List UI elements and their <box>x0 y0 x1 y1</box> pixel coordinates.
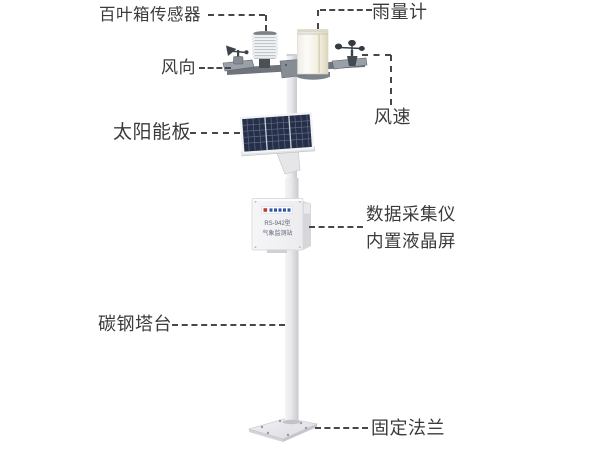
leader-steel-tower <box>172 324 285 326</box>
leader-louver-sensor-drop <box>265 15 267 31</box>
device-model-text: RS-942型 <box>264 221 291 227</box>
label-solar-panel: 太阳能板 <box>113 122 192 143</box>
leader-rain-gauge-drop <box>317 10 319 29</box>
label-louver-sensor: 百叶箱传感器 <box>99 6 201 24</box>
leader-louver-sensor <box>208 14 265 16</box>
leader-wind-speed-drop <box>390 55 392 105</box>
leader-solar-panel <box>190 132 240 134</box>
label-steel-tower: 碳钢塔台 <box>98 314 172 334</box>
anemometer-graphic <box>334 39 365 66</box>
solar-panel-graphic <box>239 111 316 175</box>
rain-gauge-graphic <box>297 29 329 75</box>
label-wind-speed: 风速 <box>374 107 411 127</box>
wind-vane-graphic <box>226 45 249 65</box>
label-rain-gauge: 雨量计 <box>372 2 428 22</box>
device-name-text: 气象监测站 <box>262 231 293 237</box>
label-wind-direction: 风向 <box>161 58 196 77</box>
louver-shield-graphic <box>252 31 278 68</box>
label-flange: 固定法兰 <box>371 418 445 438</box>
leader-wind-direction <box>199 67 231 69</box>
label-data-logger: 数据采集仪 <box>366 204 456 224</box>
flange-graphic <box>247 417 318 442</box>
leader-data-logger <box>309 226 363 228</box>
cross-arm-graphic <box>222 57 368 80</box>
leader-rain-gauge <box>320 9 372 11</box>
leader-wind-speed <box>362 54 391 56</box>
leader-flange <box>315 427 368 429</box>
label-lcd-screen: 内置液晶屏 <box>366 231 456 251</box>
datalogger-graphic <box>251 198 311 253</box>
